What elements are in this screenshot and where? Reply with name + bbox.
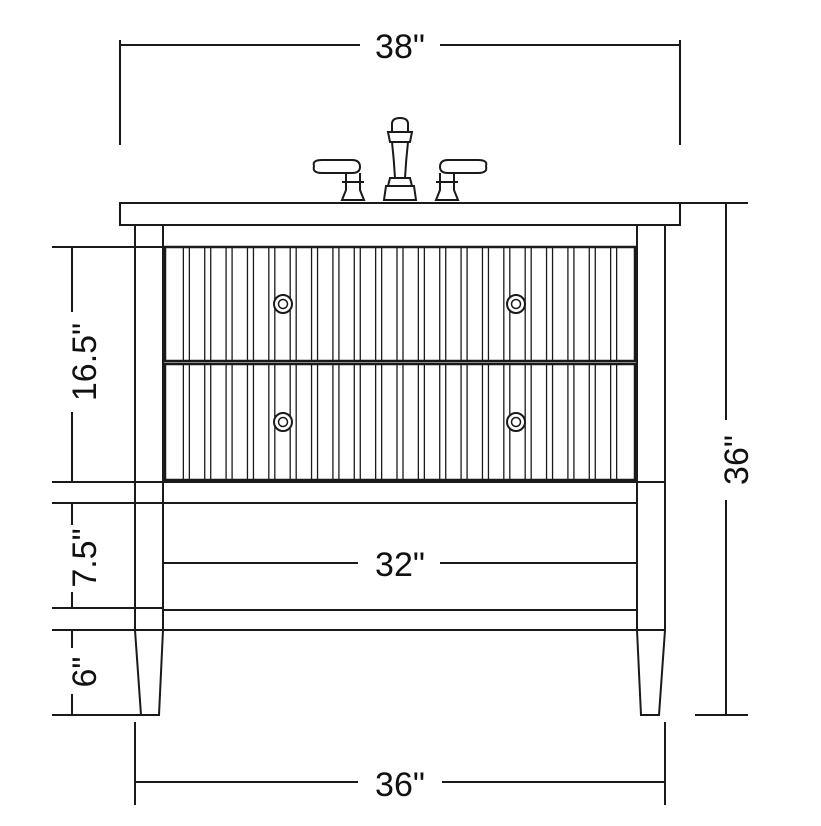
drawers [163,245,637,482]
cabinet-height-dimension: 36" [680,202,756,716]
drawer-knob-center [277,298,289,310]
base-width-dimension: 36" [134,722,666,805]
leg-left [134,629,164,716]
top-width-label: 38" [375,28,425,66]
faucet-spout [382,116,418,201]
countertop [119,202,681,226]
cabinet-legs [134,629,666,716]
drawer-knob-center [277,416,289,428]
leg-height-label: 6" [66,657,104,688]
top-width-dimension: 38" [119,28,681,145]
base-width-label: 36" [375,766,425,804]
shelf-height-label: 7.5" [66,528,104,587]
leg-right [636,629,666,716]
cabinet-body [134,225,666,631]
left-dimensions: 16.5" 7.5" 6" [52,246,163,716]
drawer-front [163,362,637,482]
drawer-knob-center [510,416,522,428]
faucet [312,116,488,201]
left-faucet-handle [312,159,366,201]
inner-width-label: 32" [375,546,425,584]
right-faucet-handle [434,159,488,201]
inner-width-dimension: 32" [163,546,637,584]
drawer-knob-center [510,298,522,310]
cabinet-height-label: 36" [718,435,756,485]
drawer-height-label: 16.5" [66,323,104,401]
drawer-front [163,245,637,363]
